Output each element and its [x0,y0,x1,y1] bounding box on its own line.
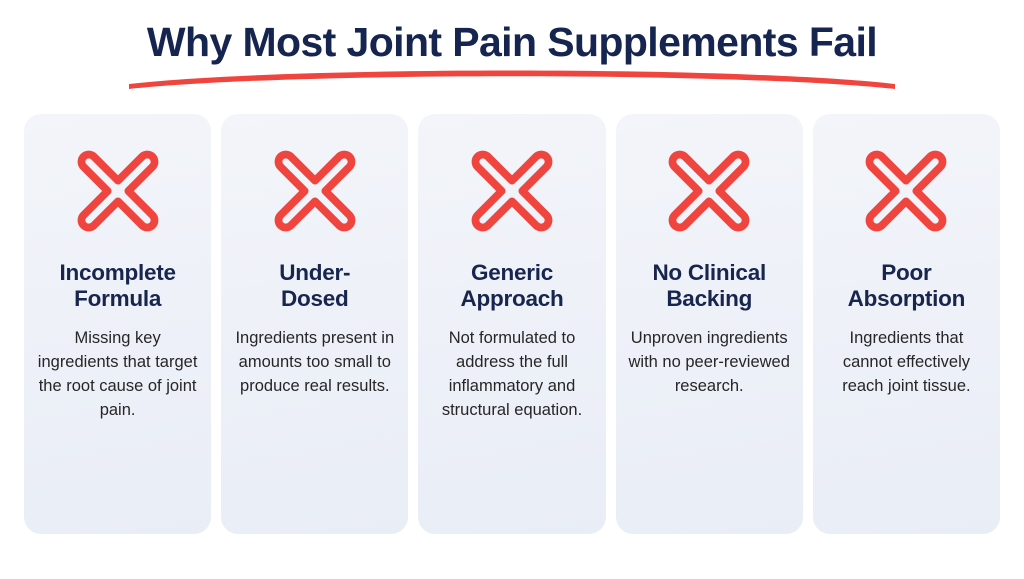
failure-card-no-clinical-backing[interactable]: No Clinical Backing Unproven ingredients… [615,114,803,534]
page-title: Why Most Joint Pain Supplements Fail [146,19,878,65]
cards-row: Incomplete Formula Missing key ingredien… [24,114,1001,534]
failure-card-poor-absorption[interactable]: Poor Absorption Ingredients that cannot … [812,114,1001,534]
red-x-icon [668,150,750,232]
failure-card-incomplete-formula[interactable]: Incomplete Formula Missing key ingredien… [24,114,212,534]
card-body: Not formulated to address the full infla… [441,328,583,419]
card-title: No Clinical Backing [652,260,766,312]
red-x-icon [471,150,553,232]
card-body: Ingredients present in amounts too small… [235,328,395,395]
red-x-icon [866,150,947,232]
failure-card-generic-approach[interactable]: Generic Approach Not formulated to addre… [418,114,606,534]
card-title: Poor Absorption [847,260,966,312]
card-body: Missing key ingredients that target the … [37,328,198,419]
title-block: Why Most Joint Pain Supplements Fail [0,19,1024,92]
card-body: Unproven ingredients with no peer-review… [628,328,790,395]
card-title: Generic Approach [460,260,564,312]
card-title: Incomplete Formula [59,260,176,312]
failure-card-under-dosed[interactable]: Under- Dosed Ingredients present in amou… [221,114,409,534]
card-title: Under- Dosed [279,260,351,312]
red-x-icon [274,150,356,232]
card-body: Ingredients that cannot effectively reac… [842,328,971,395]
red-x-icon [77,150,158,232]
